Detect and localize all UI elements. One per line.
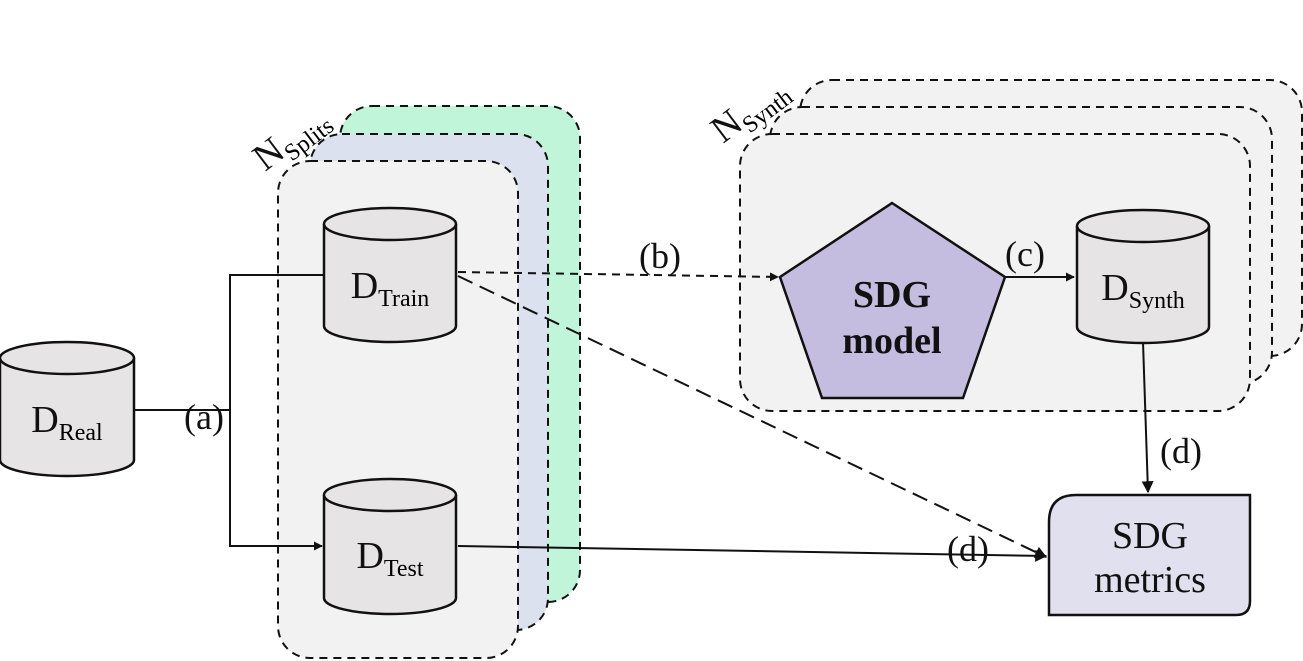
edge-junction-to-test	[229, 410, 323, 551]
sdg-model-node: SDG model	[778, 201, 1007, 400]
edge-label-d-test: (d)	[947, 529, 989, 569]
edge-test-to-metrics	[457, 545, 1048, 562]
edge-label-b: (b)	[639, 236, 681, 276]
d-real-label: DReal	[31, 399, 103, 446]
cylinder-d-real: DReal	[0, 340, 136, 478]
edge-train-to-metrics	[457, 275, 1048, 558]
sdg-metrics-node: SDG metrics	[1047, 493, 1252, 617]
cylinder-d-test: DTest	[322, 477, 458, 616]
d-synth-label: DSynth	[1101, 267, 1184, 314]
edges	[134, 270, 1154, 562]
edge-label-a: (a)	[184, 397, 224, 437]
edge-synth-to-metrics	[1141, 341, 1154, 494]
sdg-metrics-line1: SDG	[1112, 515, 1188, 557]
edge-junction-to-train	[229, 270, 339, 410]
edge-label-d-synth: (d)	[1160, 431, 1202, 471]
cylinder-d-train: DTrain	[322, 206, 458, 344]
sdg-model-line2: model	[842, 320, 941, 362]
edge-train-to-model	[457, 271, 779, 282]
synth-stack: NSynth	[703, 79, 1303, 412]
d-test-label: DTest	[356, 535, 423, 582]
sdg-metrics-line2: metrics	[1094, 559, 1206, 601]
cylinder-d-synth: DSynth	[1075, 208, 1211, 345]
d-train-label: DTrain	[351, 265, 430, 312]
sdg-model-line1: SDG	[853, 274, 931, 316]
edge-label-c: (c)	[1005, 234, 1045, 274]
